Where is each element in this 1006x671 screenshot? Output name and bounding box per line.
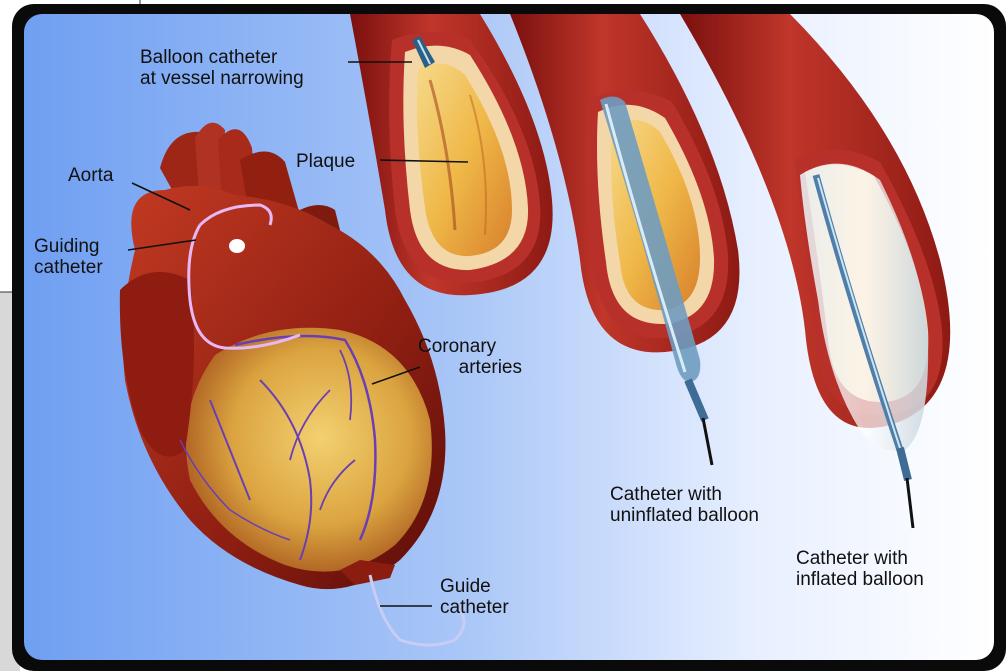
label-plaque: Plaque (296, 151, 355, 172)
label-line: uninflated balloon (610, 505, 759, 526)
label-line: inflated balloon (796, 569, 924, 590)
label-line: Coronary (418, 336, 497, 357)
label-line: catheter (34, 257, 103, 278)
label-aorta: Aorta (68, 165, 114, 186)
label-line: Catheter with (610, 484, 722, 505)
label-line: Guide (440, 576, 491, 597)
label-line: catheter (440, 597, 509, 618)
label-line: Balloon catheter (140, 47, 278, 68)
label-line: arteries (459, 357, 522, 378)
label-line: Catheter with (796, 548, 908, 569)
label-line: Guiding (34, 236, 100, 257)
label-line: at vessel narrowing (140, 68, 304, 89)
